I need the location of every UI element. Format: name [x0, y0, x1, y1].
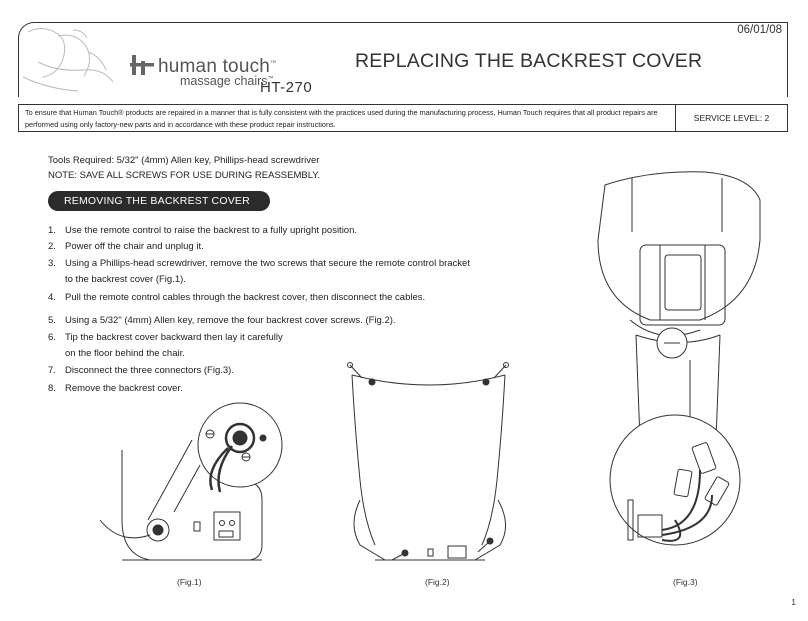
header-frame	[18, 22, 788, 97]
section-title: REMOVING THE BACKREST COVER	[48, 191, 270, 211]
fig1-illustration	[99, 402, 283, 561]
note: NOTE: SAVE ALL SCREWS FOR USE DURING REA…	[48, 170, 321, 181]
fig2-label: (Fig.2)	[425, 577, 450, 587]
fig3-label: (Fig.3)	[673, 577, 698, 587]
brand-name: human touch™	[158, 56, 277, 77]
fig3-illustration	[597, 171, 761, 546]
fig1-label: (Fig.1)	[177, 577, 202, 587]
notice-text: To ensure that Human Touch® products are…	[25, 108, 658, 129]
chair-sketch-icon	[22, 28, 114, 92]
brand-subtitle: massage chairs™	[180, 74, 274, 88]
notice-box: To ensure that Human Touch® products are…	[18, 104, 788, 132]
human-touch-logo-icon	[130, 55, 154, 75]
page-title: REPLACING THE BACKREST COVER	[355, 50, 703, 72]
document-date: 06/01/08	[737, 24, 782, 36]
service-level: SERVICE LEVEL: 2	[675, 105, 787, 131]
logo-area: human touch™ massage chairs™	[18, 22, 348, 97]
page-number: 1	[791, 597, 796, 607]
fig2-illustration	[347, 362, 509, 561]
model-number: HT-270	[260, 79, 313, 96]
tools-required: Tools Required: 5/32" (4mm) Allen key, P…	[48, 155, 320, 166]
